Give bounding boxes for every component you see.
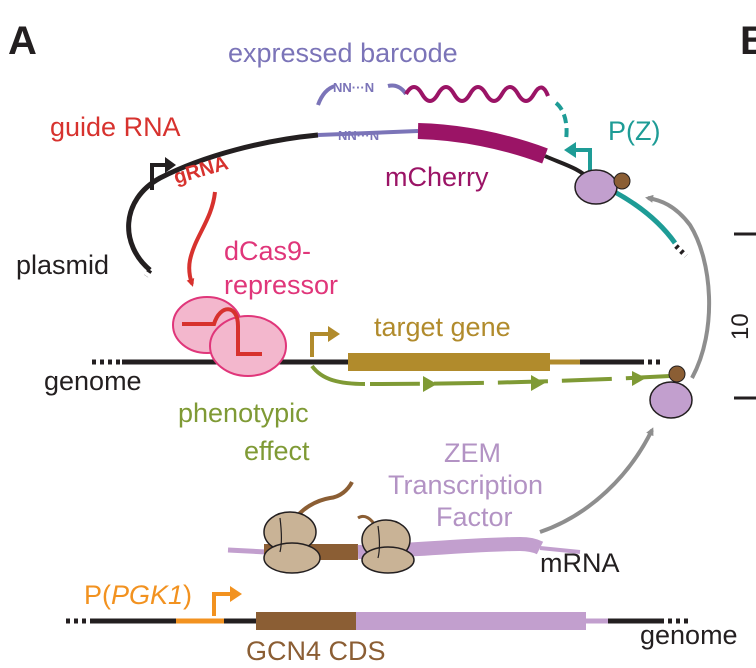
zem-label-line1: ZEM <box>444 438 501 468</box>
promoter-arrow-icon <box>165 157 176 173</box>
gcn4-label: GCN4 CDS <box>246 636 386 666</box>
panel-label-a: A <box>8 19 37 63</box>
promoter-arrow-icon <box>230 586 242 602</box>
ppgk1-prefix: P( <box>84 580 111 610</box>
panel-label-b: B <box>740 19 756 63</box>
phenotypic-effect-arrow <box>310 364 366 386</box>
plasmid-barcode-segment <box>317 129 419 137</box>
mcherry-segment <box>417 123 548 164</box>
mrna-lavender-left <box>227 547 267 555</box>
mrna-to-tf-arrow <box>539 427 654 534</box>
dcas9-grna-loop <box>182 307 262 356</box>
pz-label: P(Z) <box>608 116 660 146</box>
ribosome-icon <box>361 519 415 574</box>
zem-label-line3: Factor <box>436 502 513 532</box>
barcode-mrna-label: NN···N <box>333 80 374 95</box>
ppgk1-label: P(PGK1) <box>84 580 192 610</box>
expressed-barcode-tail <box>387 83 408 96</box>
gcn4-cds <box>256 612 356 630</box>
promoter-arrow-icon <box>328 326 340 342</box>
ribosome-icon <box>263 511 321 574</box>
expressed-barcode-label: expressed barcode <box>228 38 458 68</box>
promoter-arrow-icon <box>564 142 576 158</box>
dcas9-label-line1: dCas9- <box>224 236 311 266</box>
phenotypic-effect-arrow-dash <box>369 374 671 386</box>
arrow-head-icon <box>423 376 437 392</box>
genome-bottom <box>66 612 690 630</box>
grna-label: gRNA <box>171 152 230 188</box>
zem-cds <box>356 612 586 630</box>
zem-tf-icon <box>574 169 631 205</box>
pz-promoter-icon <box>573 148 592 174</box>
grna-promoter-icon <box>150 163 167 190</box>
mrna-tail <box>539 546 581 554</box>
zem-label-line2: Transcription <box>388 470 543 500</box>
dcas9-protein-icon <box>172 296 287 377</box>
tf-to-pz-arrow <box>645 194 712 379</box>
grna-to-dcas9-arrow <box>186 191 217 287</box>
panel-b-clipped-glyph: 10 <box>727 313 754 340</box>
mcherry-mrna-wave <box>404 85 550 103</box>
genome-top <box>92 353 664 371</box>
zem-tf-icon <box>649 365 693 419</box>
mcherry-label: mCherry <box>385 162 489 192</box>
dcas9-label-line2: repressor <box>224 270 338 300</box>
nascent-peptide <box>290 481 354 525</box>
plasmid-backbone-left <box>126 132 319 272</box>
ppgk1-suffix: ) <box>183 580 192 610</box>
ppgk1-gene: PGK1 <box>111 580 183 610</box>
plasmid-dash-end-right <box>674 244 688 258</box>
phenotypic-label-line1: phenotypic <box>178 398 309 428</box>
guide-rna-label: guide RNA <box>50 112 181 142</box>
ppgk1-promoter-icon <box>212 592 232 616</box>
target-gene-cds <box>348 353 550 371</box>
phenotypic-label-line2: effect <box>244 436 310 466</box>
plasmid-label: plasmid <box>16 250 109 280</box>
target-promoter-icon <box>310 332 330 357</box>
arrow-head-icon <box>632 371 646 386</box>
mrna-label: mRNA <box>540 548 620 578</box>
arrow-head-icon <box>531 375 545 391</box>
expressed-barcode-transcript <box>316 84 336 106</box>
pz-mrna-tail <box>554 101 569 141</box>
genome-top-label: genome <box>44 366 142 396</box>
target-gene-label: target gene <box>374 312 511 342</box>
barcode-dna-label: NN···N <box>338 128 379 143</box>
genome-bottom-label: genome <box>640 620 738 650</box>
plasmid-dash-end-left <box>143 268 153 278</box>
